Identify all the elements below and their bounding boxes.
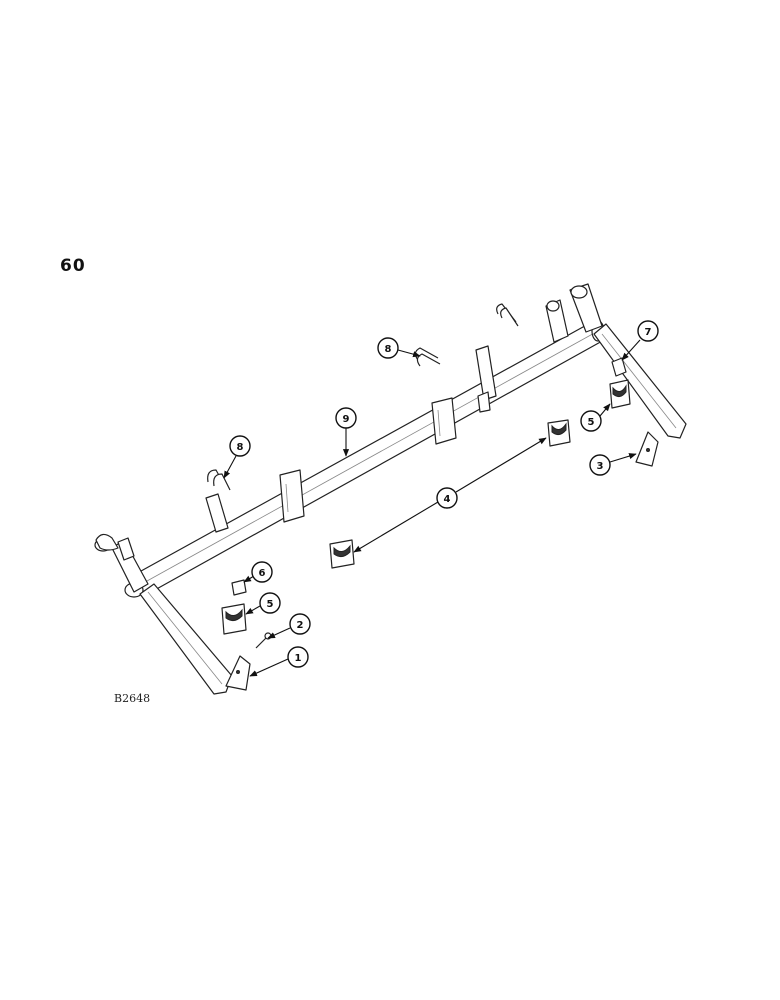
callout-9: 9 bbox=[335, 407, 357, 457]
callout-label-5-left: 5 bbox=[267, 599, 274, 610]
callout-label-3: 3 bbox=[597, 461, 604, 472]
small-bracket bbox=[611, 357, 627, 377]
callout-6: 6 bbox=[243, 561, 273, 583]
callout-8-left: 8 bbox=[223, 435, 251, 479]
clamp-left bbox=[221, 603, 247, 635]
small-plate bbox=[231, 579, 247, 596]
callout-label-6: 6 bbox=[259, 568, 266, 579]
u-bolt-center bbox=[414, 347, 441, 367]
gusset-plate-right bbox=[635, 431, 659, 467]
clamp-right bbox=[609, 379, 631, 409]
u-bolt-right bbox=[496, 303, 519, 327]
callout-label-1: 1 bbox=[295, 653, 302, 664]
left-end-arm bbox=[94, 533, 233, 695]
callout-label-2: 2 bbox=[297, 620, 304, 631]
callout-label-7: 7 bbox=[645, 327, 652, 338]
page-number: 60 bbox=[60, 256, 86, 276]
callout-2: 2 bbox=[267, 613, 311, 639]
callout-label-5-right: 5 bbox=[588, 417, 595, 428]
callout-label-4: 4 bbox=[444, 494, 451, 505]
main-tube bbox=[124, 320, 605, 598]
callout-1: 1 bbox=[249, 646, 309, 677]
callout-5-right: 5 bbox=[580, 403, 611, 432]
callout-label-8-center: 8 bbox=[385, 344, 392, 355]
saddle-clamp-left bbox=[329, 539, 355, 569]
gusset-plate-left bbox=[225, 655, 251, 691]
drawing-code: B2648 bbox=[114, 692, 151, 705]
saddle-clamp-right bbox=[547, 419, 571, 447]
callout-7: 7 bbox=[621, 320, 659, 361]
callout-3: 3 bbox=[589, 453, 637, 476]
callout-label-8-left: 8 bbox=[237, 442, 244, 453]
tube-mount-brackets bbox=[205, 345, 497, 533]
callout-4: 4 bbox=[353, 437, 547, 553]
u-bolt-left bbox=[207, 469, 231, 491]
callout-5-left: 5 bbox=[245, 592, 281, 615]
center-flange-plates bbox=[279, 397, 457, 523]
callout-8-center: 8 bbox=[377, 337, 421, 359]
bolt bbox=[255, 632, 272, 649]
right-end-arm bbox=[545, 283, 687, 439]
callout-label-9: 9 bbox=[343, 414, 350, 425]
